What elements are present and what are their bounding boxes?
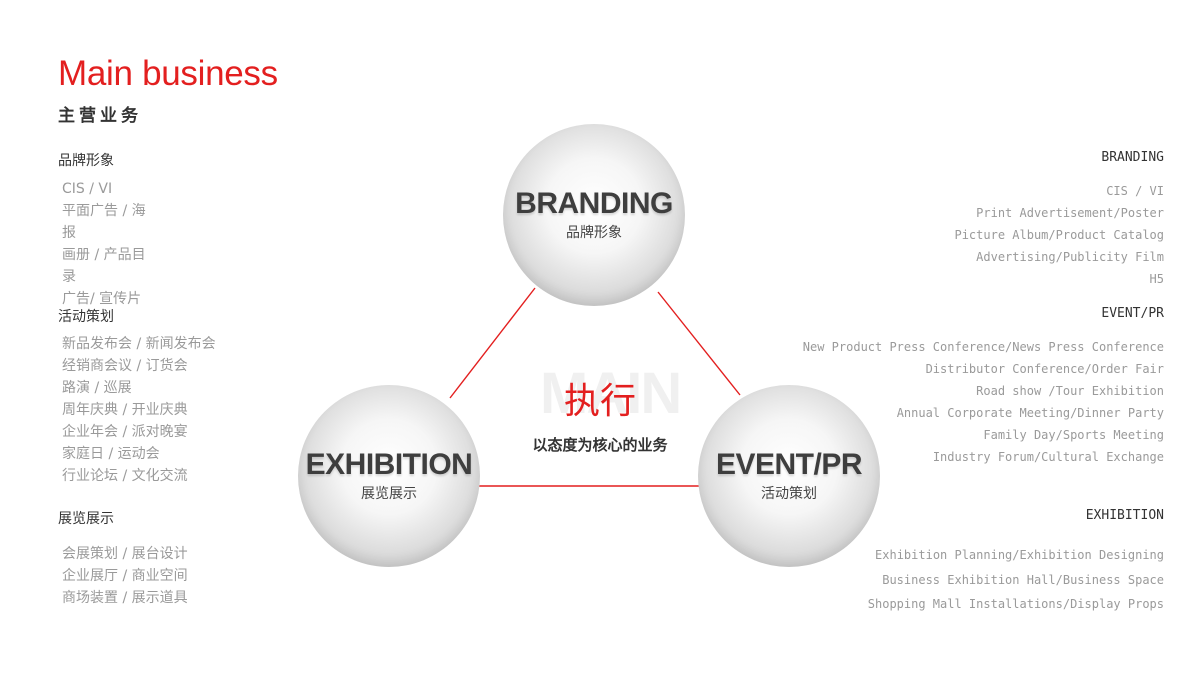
- right-exhibition-list: Exhibition Planning/Exhibition Designing…: [868, 543, 1164, 617]
- list-item: Shopping Mall Installations/Display Prop…: [867, 597, 1164, 611]
- center-subtitle: 以态度为核心的业务: [532, 436, 668, 454]
- list-item: 录: [62, 269, 76, 285]
- right-section-branding: BRANDING CIS / VI Print Advertisement/Pos…: [954, 150, 1164, 290]
- right-event-title: EVENT/PR: [1101, 306, 1164, 321]
- right-section-event: EVENT/PR New Product Press Conference/Ne…: [803, 306, 1164, 468]
- right-exhibition-title: EXHIBITION: [1085, 508, 1164, 523]
- left-exhibition-list: 会展策划 / 展台设计企业展厅 / 商业空间商场装置 / 展示道具: [62, 543, 188, 609]
- list-item: Annual Corporate Meeting/Dinner Party: [896, 406, 1164, 420]
- left-exhibition-title: 展览展示: [58, 511, 114, 527]
- connector-line-right: [657, 291, 741, 396]
- left-section-exhibition: 展览展示: [58, 508, 114, 528]
- list-item: 周年庆典 / 开业庆典: [62, 402, 188, 418]
- list-item: 商场装置 / 展示道具: [62, 590, 188, 606]
- connector-line-left: [449, 287, 536, 399]
- circle-branding-subtitle: 品牌形象: [566, 225, 622, 241]
- circle-event: EVENT/PR 活动策划: [698, 385, 880, 567]
- circle-exhibition-subtitle: 展览展示: [361, 486, 417, 502]
- circle-event-subtitle: 活动策划: [761, 486, 817, 502]
- page-title: Main business: [58, 54, 278, 93]
- left-section-event: 活动策划: [58, 306, 114, 326]
- list-item: 会展策划 / 展台设计: [62, 546, 188, 562]
- list-item: New Product Press Conference/News Press …: [802, 340, 1164, 354]
- circle-exhibition-title: EXHIBITION: [305, 448, 473, 481]
- left-event-title: 活动策划: [58, 306, 114, 326]
- left-event-list: 新品发布会 / 新闻发布会经销商会议 / 订货会路演 / 巡展周年庆典 / 开业…: [62, 333, 216, 487]
- right-branding-title: BRANDING: [1101, 150, 1164, 165]
- list-item: CIS / VI: [62, 181, 113, 197]
- circle-branding-title: BRANDING: [515, 187, 673, 220]
- list-item: H5: [1149, 272, 1164, 286]
- list-item: Picture Album/Product Catalog: [954, 228, 1164, 242]
- list-item: Business Exhibition Hall/Business Space: [882, 572, 1164, 587]
- list-item: 企业年会 / 派对晚宴: [62, 424, 188, 440]
- list-item: Distributor Conference/Order Fair: [925, 362, 1164, 376]
- list-item: CIS / VI: [1106, 184, 1164, 198]
- page-subtitle: 主营业务: [58, 106, 142, 126]
- right-event-list: New Product Press Conference/News Press …: [803, 336, 1164, 468]
- circle-event-title: EVENT/PR: [715, 448, 863, 481]
- list-item: 新品发布会 / 新闻发布会: [62, 336, 216, 352]
- center-title: 执行: [563, 381, 636, 422]
- list-item: 平面广告 / 海: [62, 203, 146, 219]
- list-item: 行业论坛 / 文化交流: [62, 468, 188, 484]
- left-section-branding: 品牌形象: [58, 150, 114, 170]
- watermark-text: MAIN: [540, 361, 682, 426]
- list-item: 广告/ 宣传片: [62, 291, 142, 307]
- list-item: Industry Forum/Cultural Exchange: [932, 450, 1164, 464]
- list-item: Road show /Tour Exhibition: [976, 384, 1164, 398]
- list-item: Print Advertisement/Poster: [976, 206, 1164, 220]
- list-item: 家庭日 / 运动会: [62, 446, 160, 462]
- list-item: Family Day/Sports Meeting: [983, 428, 1164, 442]
- list-item: 路演 / 巡展: [62, 380, 132, 396]
- circle-branding: BRANDING 品牌形象: [503, 124, 685, 306]
- list-item: 报: [62, 225, 76, 241]
- list-item: 企业展厅 / 商业空间: [62, 568, 188, 584]
- right-section-exhibition: EXHIBITION Exhibition Planning/Exhibitio…: [868, 508, 1164, 617]
- list-item: Advertising/Publicity Film: [976, 250, 1164, 264]
- list-item: Exhibition Planning/Exhibition Designing: [875, 548, 1164, 562]
- circle-exhibition: EXHIBITION 展览展示: [298, 385, 480, 567]
- list-item: 经销商会议 / 订货会: [62, 358, 188, 374]
- list-item: 画册 / 产品目: [62, 247, 146, 263]
- left-branding-title: 品牌形象: [58, 153, 114, 169]
